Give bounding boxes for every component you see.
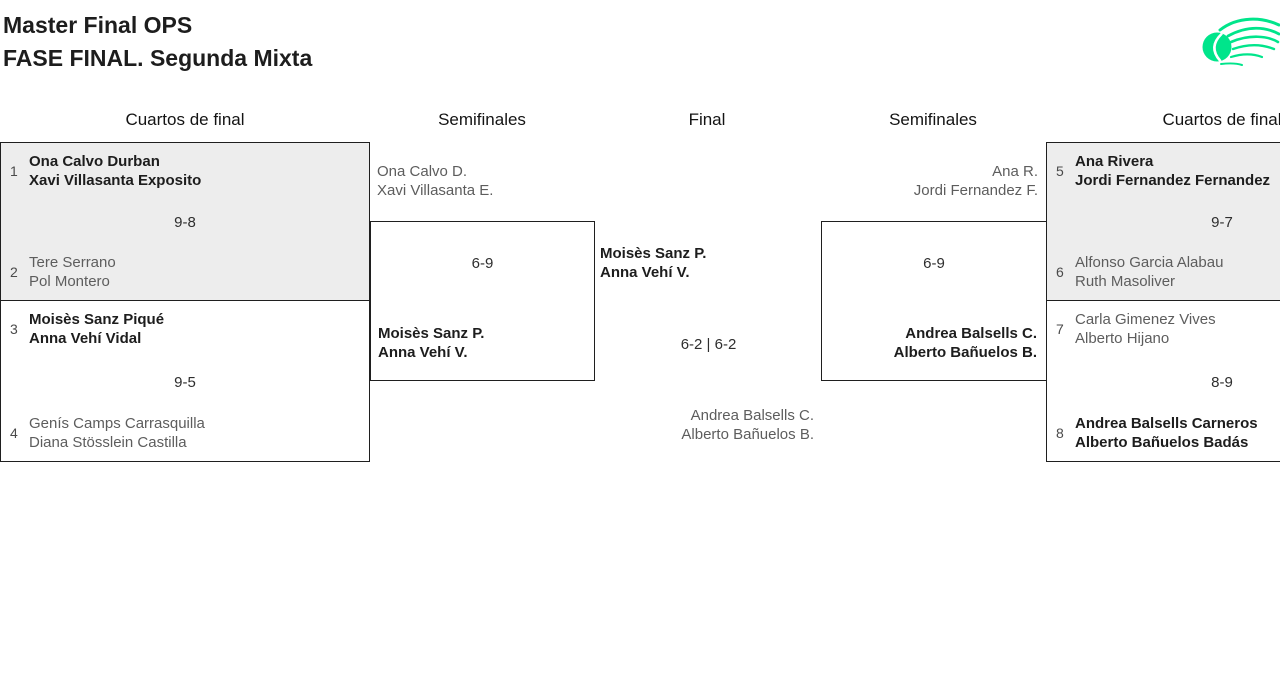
player-name: Jordi Fernandez F. — [913, 182, 1038, 199]
player-name: Xavi Villasanta Exposito — [29, 172, 202, 189]
player-name: Tere Serrano — [29, 254, 116, 271]
match-box-qf-right-2: 7 Carla Gimenez Vives Alberto Hijano 8-9… — [1046, 300, 1280, 462]
player-name: Alfonso Garcia Alabau — [1075, 254, 1224, 271]
match-score: 6-9 — [471, 255, 494, 272]
seed-number: 2 — [10, 264, 18, 280]
team-row: 5 Ana Rivera Jordi Fernandez Fernandez — [1047, 152, 1280, 190]
team-row: 2 Tere Serrano Pol Montero — [1, 253, 369, 291]
player-name: Alberto Hijano — [1075, 330, 1170, 347]
player-name: Ona Calvo Durban — [29, 153, 160, 170]
player-name: Genís Camps Carrasquilla — [29, 415, 205, 432]
team-names-winner: Ona Calvo Durban Xavi Villasanta Exposit… — [29, 152, 201, 190]
team-row: 6 Alfonso Garcia Alabau Ruth Masoliver — [1047, 253, 1280, 291]
round-header-final: Final — [688, 110, 726, 129]
page-title-line1: Master Final OPS — [3, 12, 193, 38]
player-name: Andrea Balsells C. — [690, 407, 814, 424]
player-name: Moisès Sanz P. — [378, 325, 485, 342]
player-name: Xavi Villasanta E. — [377, 182, 494, 199]
team-names-loser: Alfonso Garcia Alabau Ruth Masoliver — [1075, 253, 1223, 291]
team-names-winner: Andrea Balsells Carneros Alberto Bañuelo… — [1075, 414, 1258, 452]
player-name: Alberto Bañuelos B. — [681, 426, 814, 443]
final-team-winner: Moisès Sanz P. Anna Vehí V. — [600, 244, 706, 282]
seed-number: 1 — [10, 163, 18, 179]
match-box-qf-left-2: 3 Moisès Sanz Piqué Anna Vehí Vidal 9-5 … — [0, 300, 370, 462]
match-score: 6-9 — [923, 255, 945, 272]
player-name: Ruth Masoliver — [1075, 273, 1176, 290]
player-name: Ana R. — [992, 163, 1038, 180]
tennis-ball-swoosh-logo — [1202, 17, 1280, 66]
player-name: Anna Vehí Vidal — [29, 330, 142, 347]
player-name: Diana Stösslein Castilla — [29, 434, 187, 451]
player-name: Ona Calvo D. — [377, 163, 468, 180]
team-row: 8 Andrea Balsells Carneros Alberto Bañue… — [1047, 414, 1280, 452]
sf-right-team-top: Ana R. Jordi Fernandez F. — [821, 162, 1038, 200]
player-name: Andrea Balsells Carneros — [1075, 415, 1258, 432]
player-name: Pol Montero — [29, 273, 110, 290]
final-team-runnerup: Andrea Balsells C. Alberto Bañuelos B. — [594, 406, 814, 444]
team-names-winner: Moisès Sanz Piqué Anna Vehí Vidal — [29, 310, 164, 348]
player-name: Ana Rivera — [1075, 153, 1154, 170]
player-name: Carla Gimenez Vives — [1075, 311, 1216, 328]
round-header-left-quarters: Cuartos de final — [125, 110, 245, 129]
round-header-left-semis: Semifinales — [438, 110, 526, 129]
seed-number: 3 — [10, 321, 18, 337]
team-names-loser: Tere Serrano Pol Montero — [29, 253, 116, 291]
player-name: Moisès Sanz Piqué — [29, 311, 165, 328]
round-header-right-quarters: Cuartos de final — [1162, 110, 1280, 129]
seed-number: 5 — [1056, 163, 1064, 179]
player-name: Anna Vehí V. — [600, 264, 690, 281]
sf-left-team-bottom: Moisès Sanz P. Anna Vehí V. — [378, 324, 484, 362]
team-names-loser: Carla Gimenez Vives Alberto Hijano — [1075, 310, 1216, 348]
match-score: 9-5 — [174, 374, 196, 391]
match-box-sf-left: 6-9 Moisès Sanz P. Anna Vehí V. — [370, 221, 595, 381]
sf-left-team-top: Ona Calvo D. Xavi Villasanta E. — [377, 162, 493, 200]
sf-right-team-bottom: Andrea Balsells C. Alberto Bañuelos B. — [894, 324, 1037, 362]
team-names-winner: Ana Rivera Jordi Fernandez Fernandez — [1075, 152, 1270, 190]
team-row: 3 Moisès Sanz Piqué Anna Vehí Vidal — [1, 310, 369, 348]
team-names-loser: Genís Camps Carrasquilla Diana Stösslein… — [29, 414, 205, 452]
player-name: Alberto Bañuelos B. — [893, 344, 1037, 361]
seed-number: 8 — [1056, 425, 1064, 441]
match-box-qf-right-1: 5 Ana Rivera Jordi Fernandez Fernandez 9… — [1046, 142, 1280, 301]
team-row: 4 Genís Camps Carrasquilla Diana Stössle… — [1, 414, 369, 452]
team-row: 1 Ona Calvo Durban Xavi Villasanta Expos… — [1, 152, 369, 190]
page-title: Master Final OPS FASE FINAL. Segunda Mix… — [3, 9, 312, 75]
match-score: 9-7 — [1211, 214, 1233, 231]
page-title-line2: FASE FINAL. Segunda Mixta — [3, 45, 313, 71]
match-box-qf-left-1: 1 Ona Calvo Durban Xavi Villasanta Expos… — [0, 142, 370, 301]
seed-number: 6 — [1056, 264, 1064, 280]
final-score: 6-2 | 6-2 — [680, 336, 737, 353]
seed-number: 7 — [1056, 321, 1064, 337]
player-name: Jordi Fernandez Fernandez — [1075, 172, 1271, 189]
player-name: Anna Vehí V. — [378, 344, 468, 361]
player-name: Alberto Bañuelos Badás — [1075, 434, 1249, 451]
match-score: 9-8 — [174, 214, 196, 231]
round-header-right-semis: Semifinales — [889, 110, 977, 129]
seed-number: 4 — [10, 425, 18, 441]
player-name: Andrea Balsells C. — [905, 325, 1037, 342]
match-score: 8-9 — [1211, 374, 1233, 391]
player-name: Moisès Sanz P. — [600, 245, 707, 262]
match-box-sf-right: 6-9 Andrea Balsells C. Alberto Bañuelos … — [821, 221, 1047, 381]
team-row: 7 Carla Gimenez Vives Alberto Hijano — [1047, 310, 1280, 348]
